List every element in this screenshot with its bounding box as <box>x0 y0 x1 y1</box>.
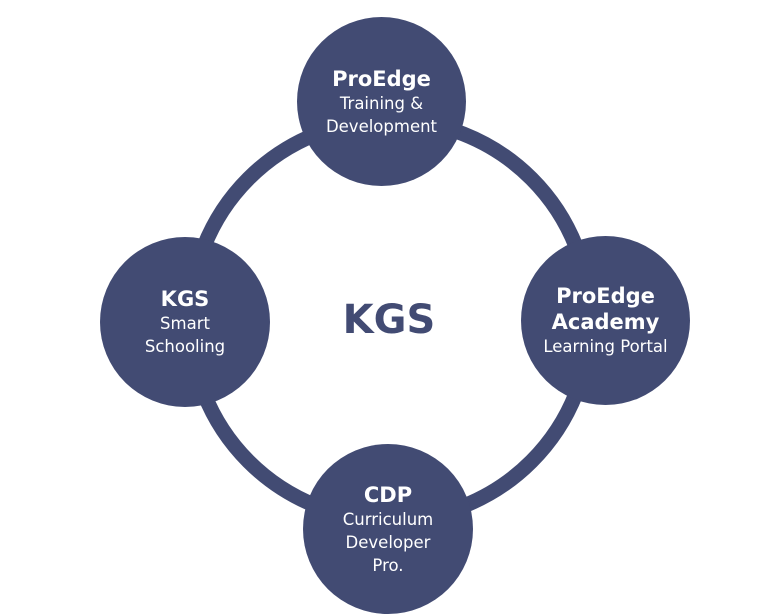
node-cdp: CDP Curriculum Developer Pro. <box>303 444 473 614</box>
node-proedge-subtitle: Training & Development <box>325 93 438 136</box>
node-cdp-title: CDP <box>363 482 413 507</box>
node-kgs-subtitle: Smart Schooling <box>144 314 226 356</box>
node-proedge-academy-title: ProEdge Academy <box>551 284 660 334</box>
node-proedge-academy-subtitle: Learning Portal <box>543 337 668 356</box>
node-kgs-title: KGS <box>160 287 210 311</box>
node-proedge-academy: ProEdge Academy Learning Portal <box>521 236 690 405</box>
node-proedge-title: ProEdge <box>332 66 431 91</box>
node-cdp-subtitle: Curriculum Developer Pro. <box>342 509 434 575</box>
node-kgs: KGS Smart Schooling <box>100 237 270 407</box>
center-label: KGS <box>342 297 436 343</box>
node-proedge: ProEdge Training & Development <box>297 17 466 186</box>
